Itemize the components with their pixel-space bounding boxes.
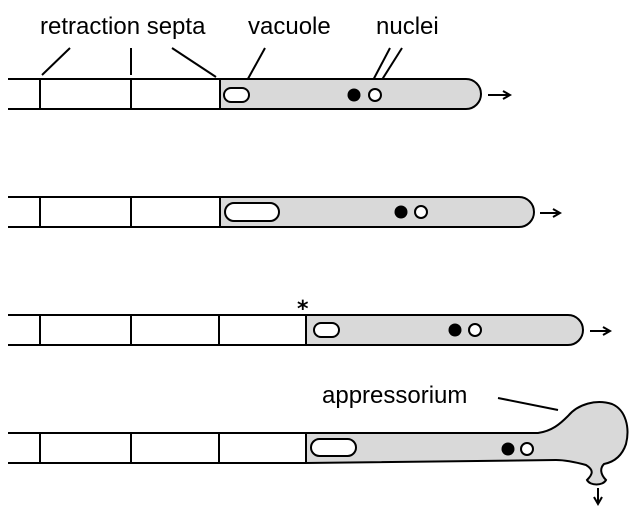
label-vacuole: vacuole — [248, 13, 331, 40]
hypha-stage-4 — [8, 402, 627, 504]
cytoplasm-region — [306, 315, 583, 345]
vacuole — [225, 203, 279, 221]
nucleus-filled — [449, 324, 462, 337]
nucleus-open — [415, 206, 427, 218]
leader-septum-3 — [172, 48, 216, 77]
hypha-stage-3: * — [8, 297, 610, 345]
nucleus-filled — [502, 443, 515, 456]
vacuole — [224, 88, 249, 102]
vacuole — [311, 439, 356, 456]
hypha-stage-1 — [8, 79, 510, 109]
leader-appressorium — [498, 398, 558, 410]
new-septum-marker: * — [297, 297, 309, 322]
nucleus-filled — [348, 89, 361, 102]
label-appressorium: appressorium — [322, 382, 467, 409]
label-nuclei: nuclei — [376, 13, 439, 40]
nucleus-open — [521, 443, 533, 455]
leader-septum-1 — [42, 48, 70, 75]
vacuole — [314, 323, 339, 337]
label-retraction-septa: retraction septa — [40, 13, 206, 40]
nucleus-filled — [395, 206, 408, 219]
hypha-stage-2 — [8, 197, 560, 227]
nucleus-open — [469, 324, 481, 336]
nucleus-open — [369, 89, 381, 101]
